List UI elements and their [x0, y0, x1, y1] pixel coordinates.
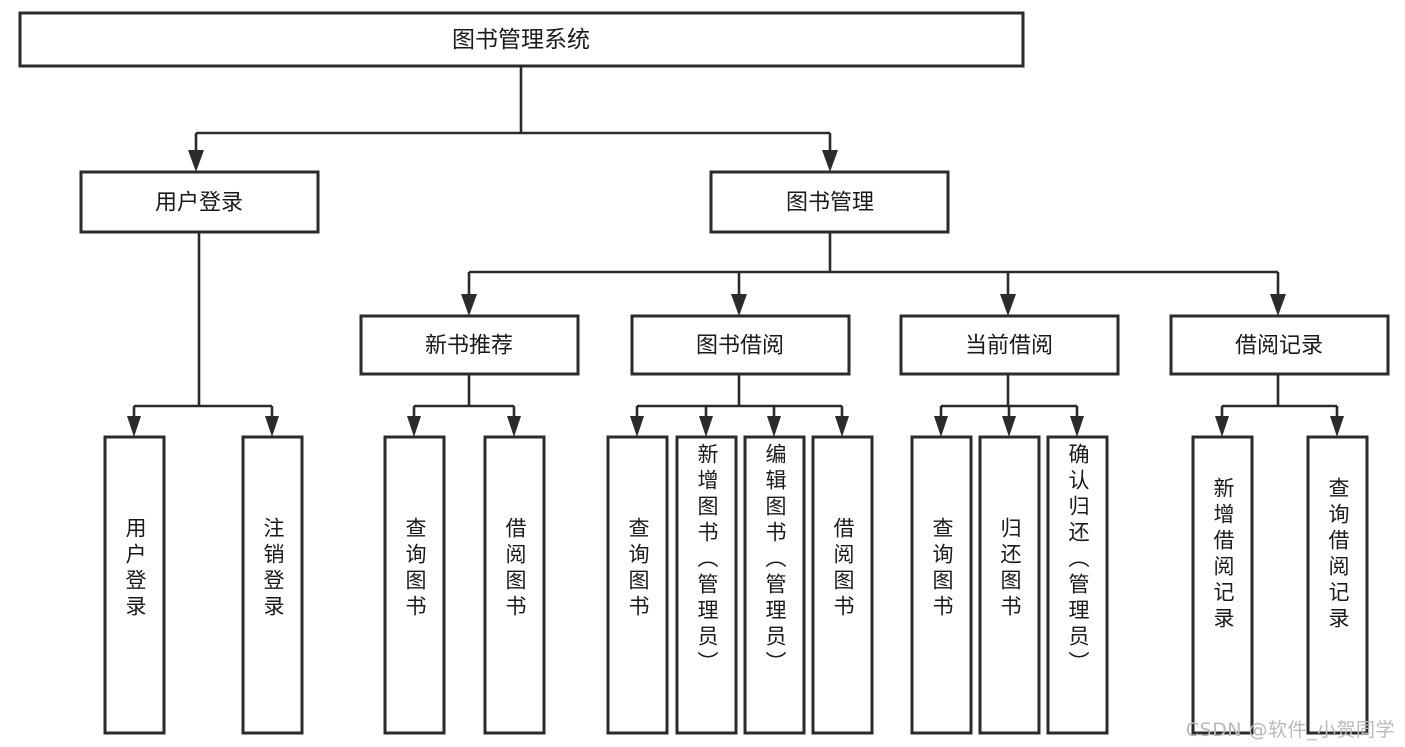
node-current-borrow[interactable] — [899, 314, 1120, 376]
node-leaf-query-book-3[interactable] — [910, 435, 973, 735]
arrowhead-borrow — [731, 294, 747, 316]
arrowhead-leaf-6 — [699, 416, 713, 437]
node-user-login[interactable] — [79, 170, 320, 234]
node-new-book-recommend[interactable] — [359, 314, 580, 376]
node-user-login-label: 用户登录 — [155, 191, 243, 216]
arrowhead-leaf-10 — [1002, 416, 1016, 437]
arrowhead-bookmgmt — [822, 150, 838, 172]
arrowhead-leaf-1 — [127, 416, 141, 437]
arrowhead-leaf-8 — [835, 416, 849, 437]
nodes: 图书管理系统 用户登录 图书管理 新书推荐 图书借阅 当前借阅 借阅记录 — [18, 11, 1390, 735]
arrowhead-record — [1270, 294, 1286, 316]
node-book-management-label: 图书管理 — [786, 191, 874, 216]
arrowhead-leaf-12 — [1215, 416, 1229, 437]
arrowhead-leaf-3 — [407, 416, 421, 437]
node-leaf-query-borrow-record[interactable] — [1306, 435, 1369, 735]
arrowhead-leaf-2 — [265, 416, 279, 437]
arrowhead-login — [188, 150, 204, 172]
node-leaf-confirm-return-admin[interactable] — [1046, 435, 1109, 735]
arrowhead-newbook — [461, 294, 477, 316]
node-current-borrow-label: 当前借阅 — [965, 334, 1053, 359]
node-leaf-logout[interactable] — [241, 435, 304, 735]
arrowhead-leaf-4 — [507, 416, 521, 437]
node-leaf-query-book-2[interactable] — [606, 435, 669, 735]
arrowhead-leaf-9 — [934, 416, 948, 437]
node-root[interactable] — [18, 11, 1025, 68]
node-leaf-add-borrow-record[interactable] — [1191, 435, 1254, 735]
arrowhead-leaf-5 — [630, 416, 644, 437]
node-leaf-query-book-1[interactable] — [383, 435, 446, 735]
node-book-borrow-label: 图书借阅 — [696, 334, 784, 359]
node-leaf-return-book[interactable] — [978, 435, 1041, 735]
arrowhead-leaf-13 — [1330, 416, 1344, 437]
node-leaf-borrow-book-1[interactable] — [483, 435, 546, 735]
csdn-watermark: CSDN @软件_小贺同学 — [1185, 719, 1395, 741]
node-book-borrow[interactable] — [630, 314, 851, 376]
node-leaf-borrow-book-2[interactable] — [811, 435, 874, 735]
node-leaf-add-book-admin[interactable] — [675, 435, 738, 735]
arrowhead-leaf-11 — [1070, 416, 1084, 437]
node-borrow-record[interactable] — [1169, 314, 1390, 376]
node-leaf-edit-book-admin[interactable] — [743, 435, 806, 735]
connectors — [127, 66, 1344, 437]
node-leaf-user-login[interactable] — [103, 435, 166, 735]
arrowhead-current — [1000, 294, 1016, 316]
node-book-management[interactable] — [709, 170, 950, 234]
node-borrow-record-label: 借阅记录 — [1235, 334, 1323, 359]
node-root-label: 图书管理系统 — [452, 27, 590, 53]
arrowhead-leaf-7 — [767, 416, 781, 437]
node-new-book-recommend-label: 新书推荐 — [425, 334, 513, 359]
